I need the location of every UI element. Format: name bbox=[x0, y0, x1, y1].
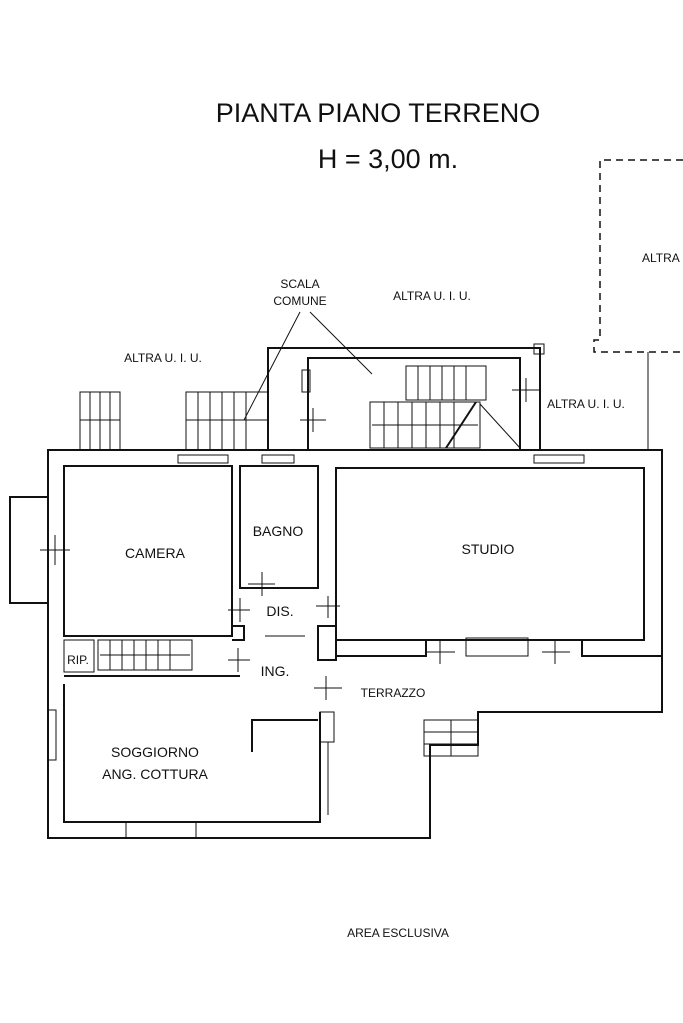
upper-flight bbox=[405, 365, 487, 401]
stair-diagonal bbox=[445, 401, 477, 449]
bagno-walls bbox=[239, 465, 319, 589]
altra-uiu-right-label: ALTRA U. I. U. bbox=[547, 397, 625, 411]
top-window-3 bbox=[533, 454, 585, 464]
rip-label: RIP. bbox=[67, 653, 89, 667]
height-label: H = 3,00 m. bbox=[318, 144, 458, 174]
camera-walls bbox=[63, 466, 233, 637]
soggiorno-left-window bbox=[47, 709, 57, 761]
bagno-label: BAGNO bbox=[253, 523, 304, 539]
soggiorno-label-1: SOGGIORNO bbox=[111, 744, 199, 760]
common-stair-inner bbox=[307, 357, 521, 450]
upper-flight-steps bbox=[417, 366, 467, 400]
neighbour-unit-outline bbox=[593, 159, 683, 353]
soggiorno-label-2: ANG. COTTURA bbox=[102, 766, 208, 782]
studio-walls bbox=[335, 467, 645, 641]
stair-column bbox=[533, 343, 545, 355]
scala-comune-label-1: SCALA bbox=[280, 277, 319, 291]
altra-uiu-left-label: ALTRA U. I. U. bbox=[124, 351, 202, 365]
left-balcony bbox=[9, 496, 48, 604]
plan-title: PIANTA PIANO TERRENO bbox=[216, 98, 541, 128]
stair-post bbox=[301, 369, 311, 393]
internal-stair-steps bbox=[100, 640, 190, 670]
left-stair-1-steps bbox=[80, 392, 120, 450]
ing-label: ING. bbox=[261, 663, 290, 679]
camera-label: CAMERA bbox=[125, 545, 186, 561]
altra-cut-label: ALTRA bbox=[642, 251, 680, 265]
left-stair-2 bbox=[185, 391, 269, 451]
kitchen-counter bbox=[251, 719, 318, 752]
internal-stair bbox=[97, 639, 193, 671]
stair-diagonal-2 bbox=[479, 403, 521, 449]
corridor-walls bbox=[232, 625, 337, 661]
studio-window bbox=[465, 637, 529, 657]
area-esclusiva-label: AREA ESCLUSIVA bbox=[347, 926, 449, 940]
soggiorno-window bbox=[125, 821, 197, 839]
scala-comune-label-2: COMUNE bbox=[273, 294, 326, 308]
dis-label: DIS. bbox=[266, 603, 293, 619]
altra-uiu-top-label: ALTRA U. I. U. bbox=[393, 289, 471, 303]
studio-front-wall bbox=[335, 640, 662, 657]
top-window-1 bbox=[177, 454, 229, 464]
terrazzo-pillar bbox=[319, 711, 335, 743]
lower-flight bbox=[369, 401, 481, 449]
top-window-2 bbox=[261, 454, 295, 464]
rip-closet bbox=[63, 639, 95, 673]
terrazzo-label: TERRAZZO bbox=[361, 686, 426, 700]
left-stair-2-steps bbox=[186, 392, 268, 450]
studio-label: STUDIO bbox=[462, 541, 515, 557]
leader-line-1 bbox=[243, 311, 301, 421]
leader-line-2 bbox=[309, 311, 373, 375]
